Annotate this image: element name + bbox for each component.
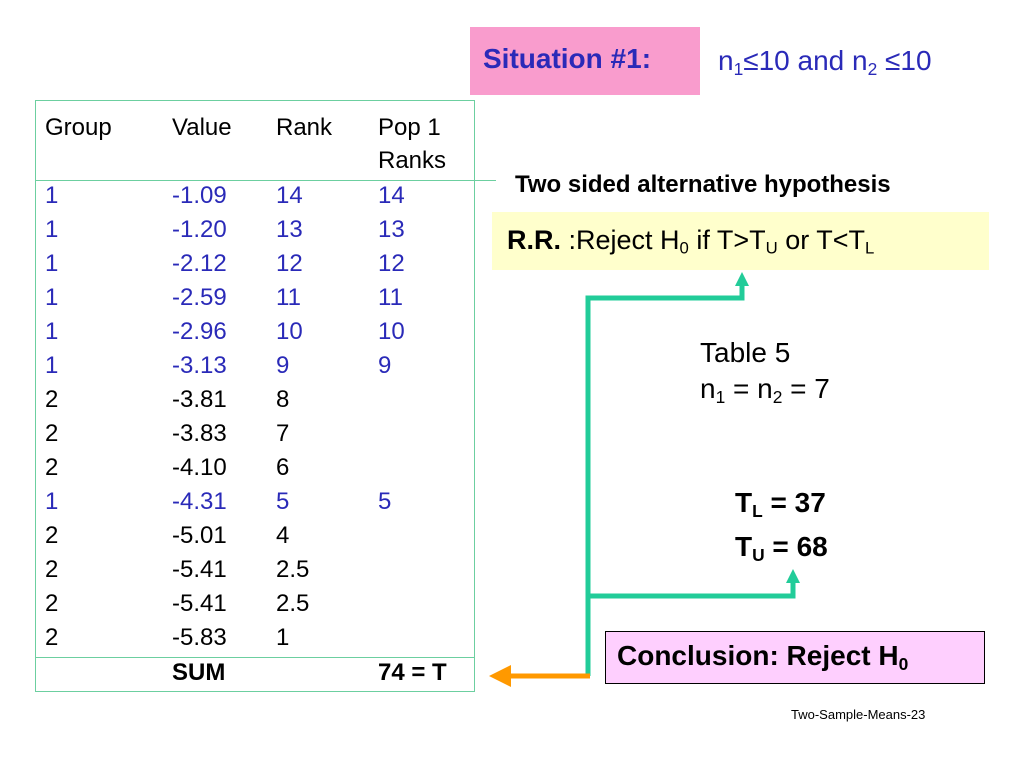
table-cell-group: 2 bbox=[45, 420, 59, 447]
header-value: Value bbox=[172, 114, 232, 141]
table-cell-value: -5.01 bbox=[172, 522, 227, 549]
conclusion-box bbox=[605, 631, 985, 684]
situation-label: Situation #1: bbox=[483, 43, 652, 74]
table-cell-rank: 1 bbox=[276, 624, 290, 651]
teal-connector bbox=[585, 272, 800, 676]
table-cell-value: -5.41 bbox=[172, 590, 227, 617]
table-cell-group: 2 bbox=[45, 590, 59, 617]
rejection-region-box bbox=[492, 212, 989, 270]
table-cell-value: -1.09 bbox=[172, 182, 227, 209]
table-cell-value: -1.20 bbox=[172, 216, 227, 243]
table-cell-value: -3.83 bbox=[172, 420, 227, 447]
table-cell-rank: 2.5 bbox=[276, 556, 310, 583]
table-cell-rank: 4 bbox=[276, 522, 290, 549]
table-cell-value: -5.41 bbox=[172, 556, 227, 583]
table-cell-pop1: 10 bbox=[378, 318, 405, 345]
table-cell-group: 1 bbox=[45, 352, 59, 379]
table-cell-rank: 13 bbox=[276, 216, 303, 243]
table-cell-pop1: 14 bbox=[378, 182, 405, 209]
table5-title: Table 5 bbox=[700, 337, 791, 368]
table-cell-value: -2.96 bbox=[172, 318, 227, 345]
table-cell-rank: 5 bbox=[276, 488, 290, 515]
table-cell-group: 1 bbox=[45, 488, 59, 515]
situation-condition: n1≤10 and n2 ≤10 bbox=[718, 45, 932, 79]
table5-sample-sizes: n1 = n2 = 7 bbox=[700, 373, 830, 407]
header-divider bbox=[36, 180, 496, 181]
slide-footer: Two-Sample-Means-23 bbox=[791, 707, 926, 722]
table-cell-rank: 14 bbox=[276, 182, 303, 209]
table-cell-rank: 8 bbox=[276, 386, 290, 413]
table-cell-rank: 11 bbox=[276, 284, 301, 311]
sum-value: 74 = T bbox=[378, 659, 447, 686]
table-cell-rank: 9 bbox=[276, 352, 290, 379]
table-cell-value: -3.81 bbox=[172, 386, 227, 413]
tu-value: TU = 68 bbox=[735, 530, 828, 565]
table-cell-value: -2.59 bbox=[172, 284, 227, 311]
table-cell-group: 1 bbox=[45, 318, 59, 345]
table-cell-group: 1 bbox=[45, 284, 59, 311]
table-cell-group: 2 bbox=[45, 556, 59, 583]
arrow-head-up-rr bbox=[735, 272, 749, 286]
arrow-head-up-tvalues bbox=[786, 569, 800, 583]
header-rank: Rank bbox=[276, 114, 333, 141]
table-cell-pop1: 13 bbox=[378, 216, 405, 243]
table-cell-rank: 6 bbox=[276, 454, 290, 481]
table-cell-pop1: 5 bbox=[378, 488, 392, 515]
header-ranks: Ranks bbox=[378, 147, 447, 174]
critical-values: TL = 37 TU = 68 bbox=[735, 485, 828, 573]
orange-arrow bbox=[489, 665, 590, 687]
table-cell-value: -3.13 bbox=[172, 352, 227, 379]
table-cell-value: -2.12 bbox=[172, 250, 227, 277]
table-cell-rank: 12 bbox=[276, 250, 303, 277]
header-pop1: Pop 1 bbox=[378, 114, 441, 141]
table-cell-group: 2 bbox=[45, 454, 59, 481]
table-cell-rank: 10 bbox=[276, 318, 303, 345]
alternative-hypothesis: Two sided alternative hypothesis bbox=[515, 171, 891, 198]
rejection-region-text: R.R. :Reject H0 if T>TU or T<TL bbox=[507, 225, 875, 258]
table-cell-group: 2 bbox=[45, 624, 59, 651]
situation-box bbox=[470, 27, 700, 95]
arrow-head-left-sum bbox=[489, 665, 511, 687]
table-cell-pop1: 11 bbox=[378, 284, 403, 311]
table-cell-pop1: 12 bbox=[378, 250, 405, 277]
sum-divider bbox=[36, 657, 474, 658]
tl-value: TL = 37 bbox=[735, 487, 826, 521]
sum-label: SUM bbox=[172, 659, 226, 686]
table-cell-group: 1 bbox=[45, 182, 59, 209]
table5-reference: Table 5 n1 = n2 = 7 bbox=[700, 335, 830, 415]
table-cell-group: 1 bbox=[45, 250, 59, 277]
table-cell-rank: 2.5 bbox=[276, 590, 310, 617]
header-group: Group bbox=[45, 114, 112, 141]
table-cell-group: 2 bbox=[45, 386, 59, 413]
table-cell-value: -5.83 bbox=[172, 624, 227, 651]
table-cell-value: -4.31 bbox=[172, 488, 227, 515]
conclusion-text: Conclusion: Reject H0 bbox=[617, 640, 909, 674]
table-cell-value: -4.10 bbox=[172, 454, 227, 481]
table-cell-group: 1 bbox=[45, 216, 59, 243]
table-cell-rank: 7 bbox=[276, 420, 290, 447]
table-cell-pop1: 9 bbox=[378, 352, 392, 379]
table-cell-group: 2 bbox=[45, 522, 59, 549]
